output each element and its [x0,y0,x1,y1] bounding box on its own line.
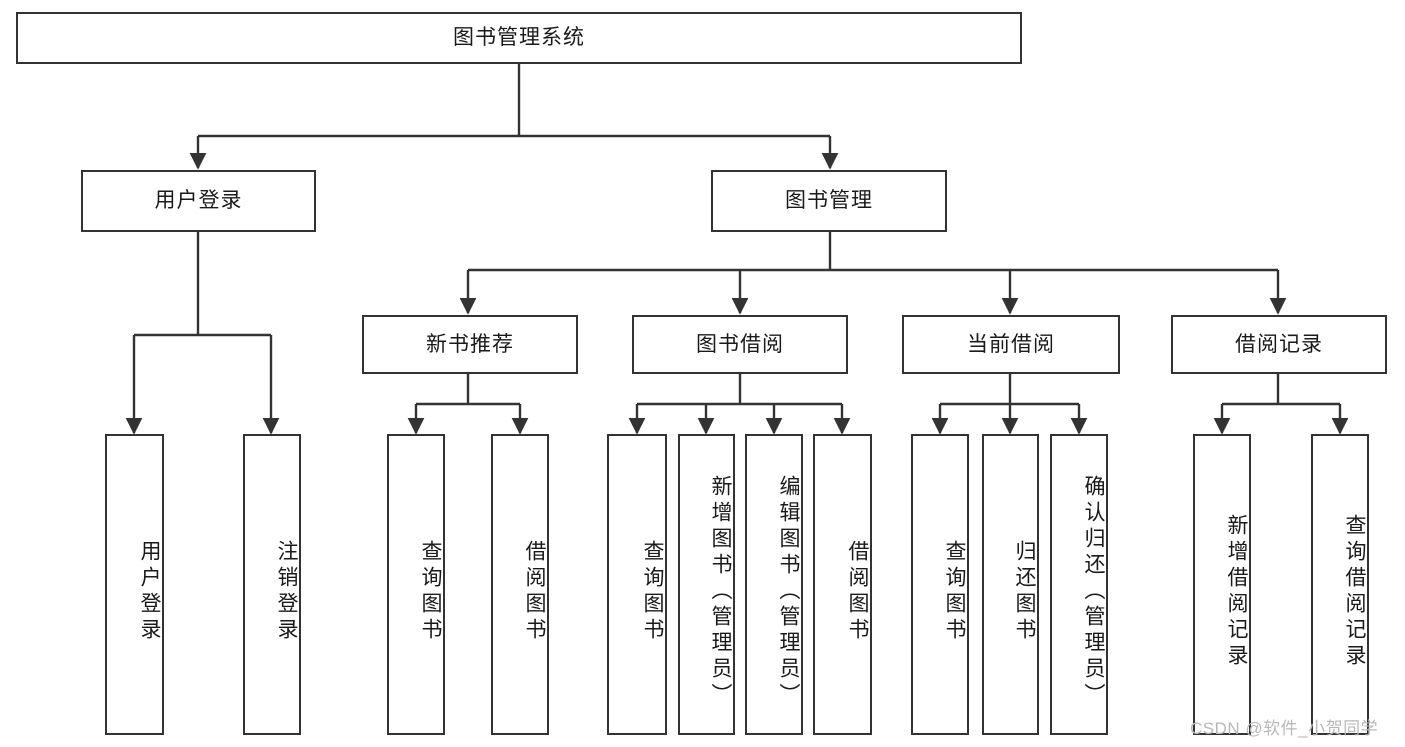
node-book-manage[interactable]: 图书管理 [711,170,947,232]
node-leaf-query-record[interactable]: 查询借阅记录 [1311,434,1369,735]
node-current-borrow[interactable]: 当前借阅 [902,315,1120,374]
csdn-watermark: CSDN @软件_小贺同学 [1190,719,1379,738]
node-book-borrow[interactable]: 图书借阅 [632,315,848,374]
node-leaf-user-login[interactable]: 用户登录 [105,434,164,735]
node-user-login[interactable]: 用户登录 [81,170,316,232]
node-leaf-query-book-2[interactable]: 查询图书 [607,434,667,735]
node-leaf-return-book[interactable]: 归还图书 [982,434,1039,735]
node-leaf-edit-book[interactable]: 编辑图书（管理员） [745,434,803,735]
node-leaf-borrow-book-1[interactable]: 借阅图书 [491,434,549,735]
node-borrow-record[interactable]: 借阅记录 [1171,315,1387,374]
node-new-book-rec[interactable]: 新书推荐 [362,315,578,374]
node-leaf-query-book-1[interactable]: 查询图书 [387,434,445,735]
node-leaf-confirm-return[interactable]: 确认归还（管理员） [1050,434,1108,735]
node-leaf-add-book[interactable]: 新增图书（管理员） [678,434,735,735]
node-root[interactable]: 图书管理系统 [16,12,1022,64]
node-leaf-query-book-3[interactable]: 查询图书 [911,434,969,735]
node-leaf-add-record[interactable]: 新增借阅记录 [1193,434,1251,735]
node-leaf-logout[interactable]: 注销登录 [243,434,301,735]
node-leaf-borrow-book-2[interactable]: 借阅图书 [813,434,872,735]
